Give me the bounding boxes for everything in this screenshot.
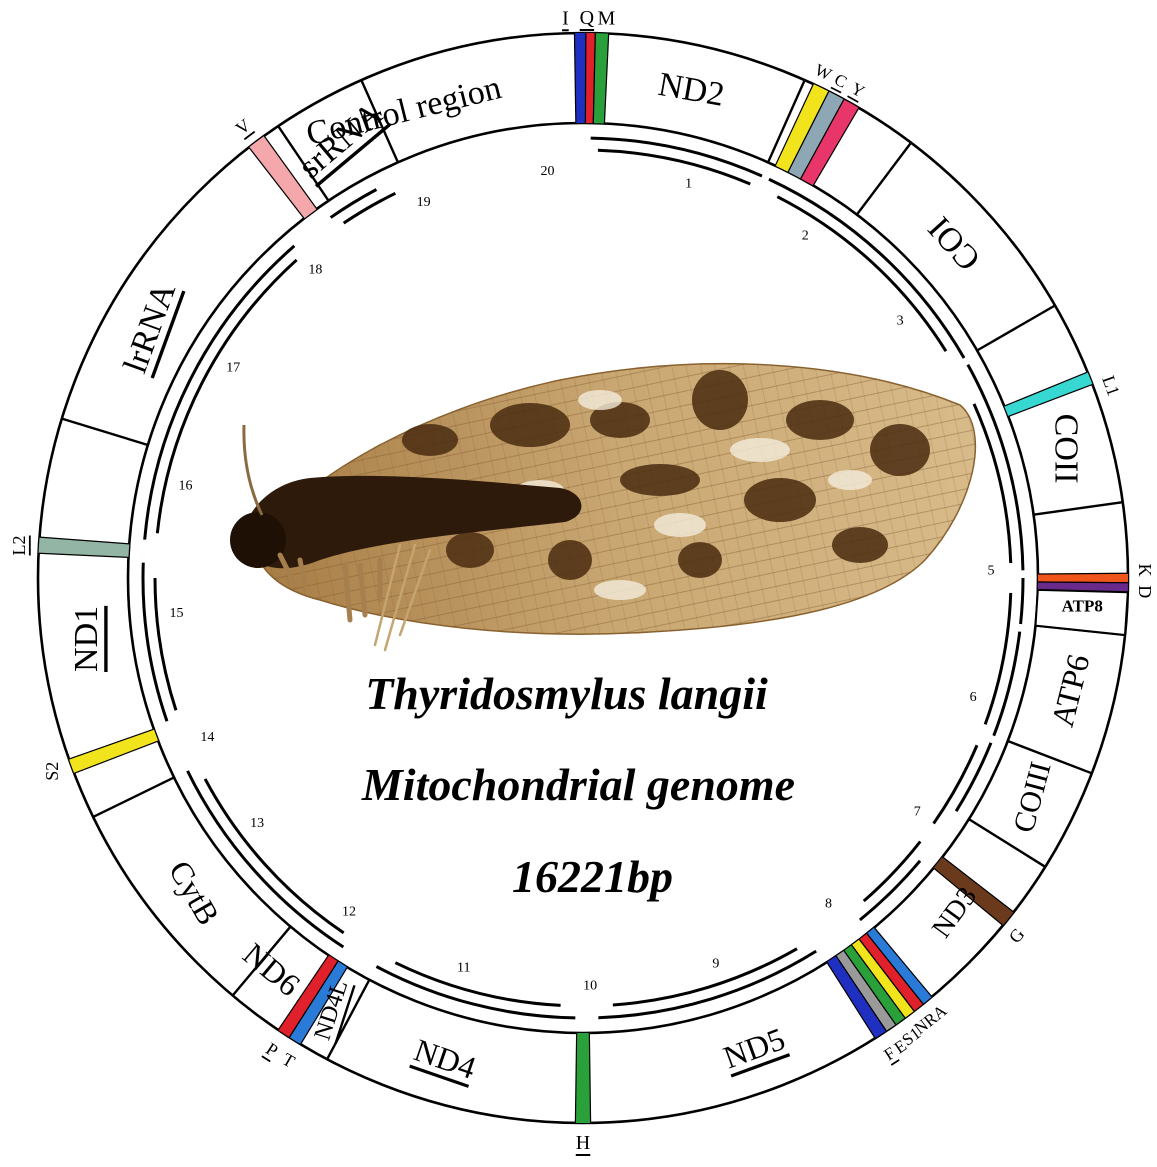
- strand-arc-inner-8: [395, 963, 560, 1006]
- trna-label-l1: L1: [1098, 373, 1124, 399]
- trna-label-m: M: [598, 7, 616, 29]
- strand-arc-inner-12: [344, 193, 396, 223]
- gene-label-coi: COI: [921, 209, 988, 277]
- genome-size: 16221bp: [14, 850, 1157, 903]
- gene-label-nd6: ND6: [236, 936, 307, 1004]
- gene-boundary-3: [857, 143, 911, 215]
- scale-label-2: 2: [802, 228, 809, 243]
- strand-arc-outer-1: [591, 138, 762, 176]
- species-name: Thyridosmylus langii: [0, 667, 1145, 720]
- gene-label-coii: COII: [1047, 414, 1084, 484]
- scale-label-19: 19: [417, 195, 431, 210]
- gene-boundary-17: [62, 419, 148, 445]
- trna-block-h: [575, 1033, 590, 1123]
- trna-label-p: P: [262, 1039, 281, 1061]
- gene-label-nd1: ND1: [68, 606, 105, 672]
- trna-label-t: T: [279, 1049, 299, 1072]
- insect-head: [230, 512, 286, 568]
- trna-edge: [1038, 582, 1128, 583]
- trna-label-d: D: [1135, 585, 1155, 598]
- trna-edge: [1038, 573, 1128, 574]
- trna-label-v: V: [232, 115, 254, 139]
- scale-label-12: 12: [342, 905, 356, 920]
- antenna: [244, 425, 262, 515]
- gene-label-atp8: ATP8: [1062, 596, 1103, 615]
- scale-label-20: 20: [540, 164, 554, 179]
- trna-label-k: K: [1135, 564, 1155, 577]
- scale-label-17: 17: [226, 360, 240, 375]
- scale-label-16: 16: [178, 479, 192, 494]
- scale-label-18: 18: [308, 263, 322, 278]
- scale-label-10: 10: [583, 978, 597, 993]
- scale-label-9: 9: [712, 956, 719, 971]
- trna-label-w: W: [812, 60, 835, 84]
- gene-label-nd5: ND5: [719, 1020, 790, 1075]
- strand-arc-outer-2: [769, 179, 964, 358]
- strand-arc-outer-4: [1021, 578, 1023, 624]
- trna-label-i: I: [562, 7, 569, 29]
- scale-label-11: 11: [457, 961, 470, 976]
- trna-label-c: C: [831, 70, 850, 92]
- gene-boundary-5: [1034, 502, 1123, 515]
- trna-label-g: G: [1005, 924, 1029, 947]
- strand-arc-outer-8: [598, 951, 816, 1018]
- strand-arc-inner-3: [974, 404, 1011, 563]
- trna-label-h: H: [576, 1132, 590, 1154]
- trna-block-k: [1038, 573, 1128, 583]
- gene-label-nd4: ND4: [410, 1031, 481, 1085]
- scale-label-15: 15: [170, 606, 184, 621]
- gene-label-nd2: ND2: [655, 66, 727, 114]
- trna-label-y: Y: [848, 79, 868, 102]
- scale-label-14: 14: [200, 730, 214, 745]
- strand-arc-inner-1: [598, 150, 750, 184]
- scale-label-5: 5: [987, 563, 994, 578]
- scale-label-13: 13: [250, 816, 264, 831]
- trna-label-l2: L2: [9, 535, 29, 555]
- gene-label-lrrna: lrRNA: [117, 278, 184, 378]
- trna-block-l1: [1004, 372, 1092, 416]
- genome-title: Mitochondrial genome: [0, 758, 1157, 811]
- trna-label-q: Q: [580, 7, 595, 29]
- gene-boundary-4: [977, 306, 1055, 351]
- scale-label-1: 1: [685, 176, 692, 191]
- scale-label-3: 3: [897, 314, 904, 329]
- lacewing-wing-photo: [230, 364, 975, 650]
